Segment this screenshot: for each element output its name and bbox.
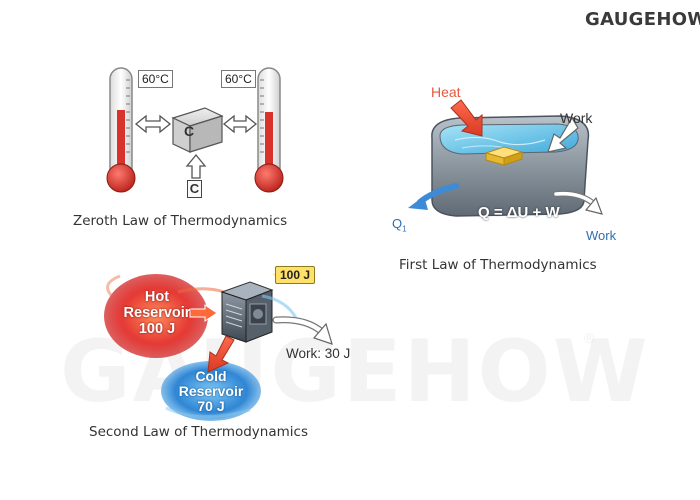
hot-reservoir-line1: Hot xyxy=(144,289,170,305)
zeroth-law-caption: Zeroth Law of Thermodynamics xyxy=(73,213,288,229)
double-arrow-left xyxy=(134,114,172,134)
system-c-label: C xyxy=(184,123,195,139)
q1-subscript: 1 xyxy=(402,224,407,234)
second-law-caption: Second Law of Thermodynamics xyxy=(89,424,308,440)
cold-reservoir-line3: 70 J xyxy=(197,398,225,414)
cold-reservoir xyxy=(161,361,261,421)
work-in-arrow xyxy=(547,116,579,153)
hot-reservoir-line2: Reservoir xyxy=(123,305,191,321)
input-tag-label: 100 J xyxy=(275,266,316,284)
system-c-small-label: C xyxy=(187,180,202,198)
heat-label: Heat xyxy=(431,84,461,100)
cold-reservoir-line2: Reservoir xyxy=(178,383,244,399)
work-out-label: Work xyxy=(586,228,617,243)
q1-symbol: Q xyxy=(392,216,403,231)
hot-reservoir-label: Hot Reservoir 100 J xyxy=(110,289,204,337)
system-c-cube xyxy=(171,107,224,153)
work-output-arrow xyxy=(272,316,333,345)
thermometer-right xyxy=(254,67,284,193)
cold-reservoir-label: Cold Reservoir 70 J xyxy=(166,369,256,414)
first-law-equation: Q = ΔU + W xyxy=(478,204,560,221)
work-in-label: Work xyxy=(560,110,593,126)
first-law-caption: First Law of Thermodynamics xyxy=(399,257,597,273)
up-arrow xyxy=(185,153,207,179)
engine-to-cold-arrow xyxy=(207,335,235,373)
heat-arrow xyxy=(450,99,483,137)
hot-to-engine-arrow xyxy=(189,304,218,322)
double-arrow-right xyxy=(222,114,258,134)
cold-reservoir-line1: Cold xyxy=(195,368,227,384)
work-out-arrow xyxy=(553,190,603,215)
work-output-label: Work: 30 J xyxy=(286,346,351,361)
yellow-block xyxy=(484,146,524,166)
watermark-registered-mark: ® xyxy=(584,330,595,346)
thermometer-left xyxy=(106,67,136,193)
hot-reservoir-line3: 100 J xyxy=(138,321,176,337)
q1-arrow xyxy=(408,183,459,210)
brand-logo: GAUGEHOW xyxy=(585,9,700,30)
heat-engine xyxy=(220,281,298,343)
q1-label: Q1 xyxy=(392,216,407,234)
thermometer-right-reading: 60°C xyxy=(221,70,256,88)
thermometer-left-reading: 60°C xyxy=(138,70,173,88)
